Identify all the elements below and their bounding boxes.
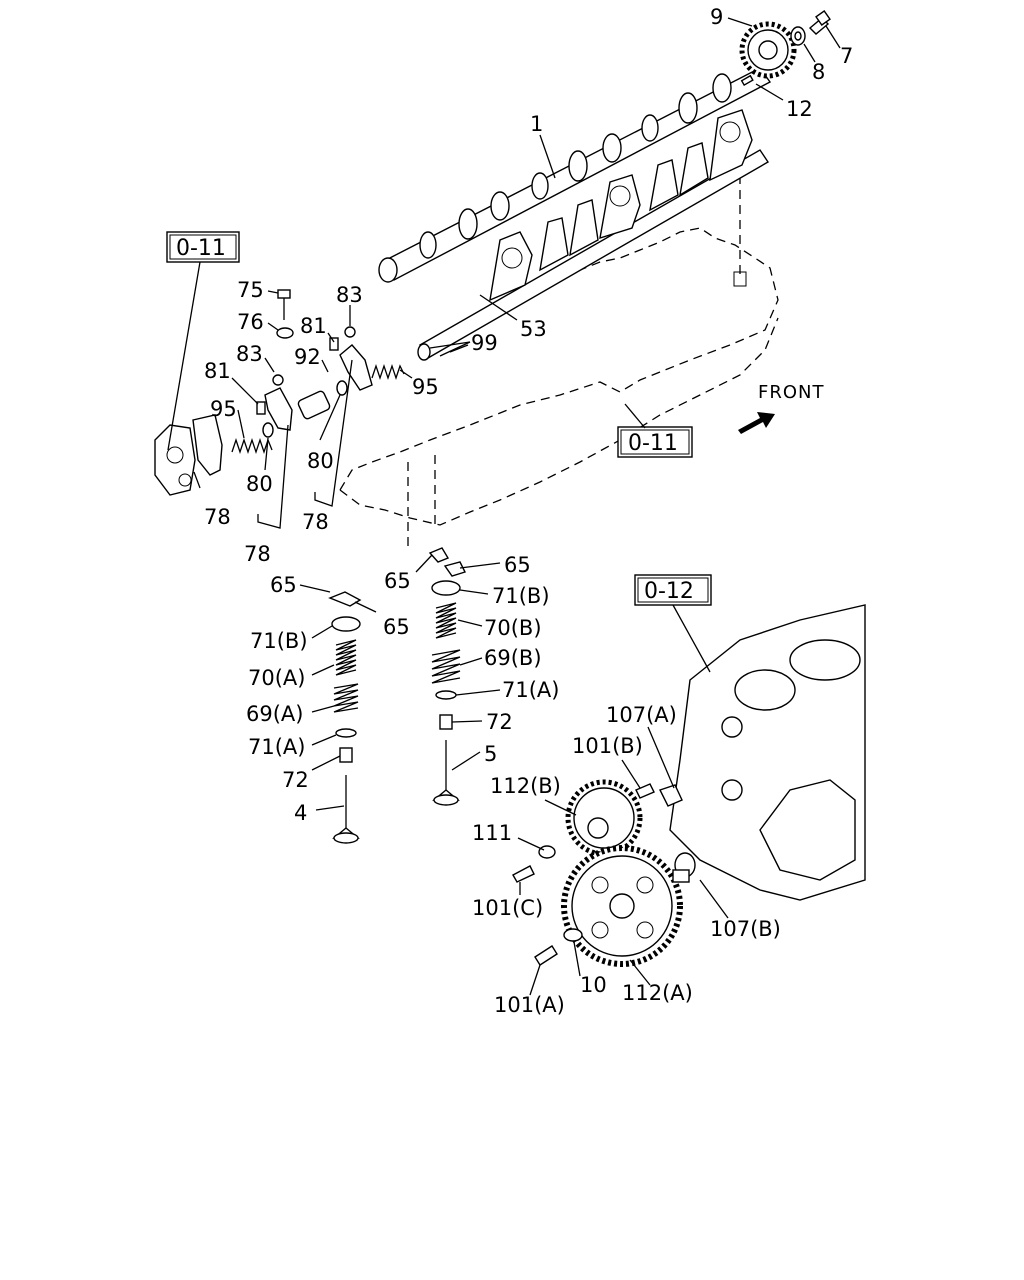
callout-label: 53 xyxy=(520,317,547,341)
callout-label: 1 xyxy=(530,112,543,136)
callout-label: 101(C) xyxy=(472,896,543,920)
callout-label: 69(B) xyxy=(484,646,542,670)
reference-box-label: 0-12 xyxy=(644,579,694,604)
leader-lines xyxy=(167,17,841,996)
idler-gear-b xyxy=(565,779,643,857)
callout-label: 72 xyxy=(282,768,309,792)
reference-box: 0-11 xyxy=(617,426,693,458)
reference-box: 0-11 xyxy=(166,231,240,263)
callout-label: 101(B) xyxy=(572,734,643,758)
callout-label: 12 xyxy=(786,97,813,121)
callout-label: 72 xyxy=(486,710,513,734)
callout-label: 95 xyxy=(412,375,439,399)
callout-label: 65 xyxy=(504,553,531,577)
callout-label: 9 xyxy=(710,5,723,29)
cylinder-head-outline xyxy=(339,175,779,548)
callout-label: 78 xyxy=(244,542,271,566)
callout-label: 65 xyxy=(384,569,411,593)
callout-label: 92 xyxy=(294,345,321,369)
reference-box-label: 0-11 xyxy=(628,431,678,456)
callout-label: 107(A) xyxy=(606,703,677,727)
reference-box-label: 0-11 xyxy=(176,236,226,261)
front-arrow-icon xyxy=(738,412,775,434)
callout-label: 71(B) xyxy=(492,584,550,608)
callout-label: 107(B) xyxy=(710,917,781,941)
idler-gear-a xyxy=(561,845,683,967)
callout-label: 83 xyxy=(336,283,363,307)
callout-label: 78 xyxy=(204,505,231,529)
camshaft-sprocket xyxy=(739,21,797,79)
callout-label: 112(B) xyxy=(490,774,561,798)
callout-labels: 9 7 8 12 1 53 99 75 76 83 81 92 83 81 95… xyxy=(204,5,853,1017)
spring xyxy=(231,363,405,455)
bolt xyxy=(808,10,831,35)
callout-label: 71(A) xyxy=(502,678,559,702)
callout-label: 4 xyxy=(294,801,307,825)
callout-label: 76 xyxy=(237,310,264,334)
callout-label: 71(B) xyxy=(250,629,308,653)
callout-label: 65 xyxy=(383,615,410,639)
callout-label: 7 xyxy=(840,44,853,68)
callout-label: 70(A) xyxy=(248,666,305,690)
callout-label: 83 xyxy=(236,342,263,366)
pin xyxy=(429,341,471,357)
callout-label: 80 xyxy=(307,449,334,473)
callout-label: 65 xyxy=(270,573,297,597)
callout-label: 75 xyxy=(237,278,264,302)
callout-label: 81 xyxy=(204,359,231,383)
callout-label: 5 xyxy=(484,742,497,766)
valve-assembly-left xyxy=(328,591,362,844)
callout-label: 8 xyxy=(812,60,825,84)
camshaft xyxy=(378,67,772,283)
callout-label: 71(A) xyxy=(248,735,305,759)
rocker-bracket-front xyxy=(154,424,196,496)
idler-shaft xyxy=(659,784,696,883)
callout-label: 69(A) xyxy=(246,702,303,726)
rocker-shaft-assembly xyxy=(417,109,769,361)
callout-label: 78 xyxy=(302,510,329,534)
callout-label: 81 xyxy=(300,314,327,338)
callout-label: 10 xyxy=(580,973,607,997)
callout-label: 80 xyxy=(246,472,273,496)
front-label: FRONT xyxy=(758,382,825,403)
callout-label: 70(B) xyxy=(484,616,542,640)
callout-label: 95 xyxy=(210,397,237,421)
rocker-arm xyxy=(192,344,373,476)
bolts-and-washers xyxy=(512,783,655,966)
callout-label: 112(A) xyxy=(622,981,693,1005)
key xyxy=(740,74,754,87)
callout-label: 101(A) xyxy=(494,993,565,1017)
adjusting-screw xyxy=(256,289,356,415)
reference-box: 0-12 xyxy=(634,574,712,606)
rocker-bush xyxy=(262,380,348,438)
callout-label: 99 xyxy=(471,331,498,355)
valve-assembly-right xyxy=(428,547,466,806)
callout-label: 111 xyxy=(472,821,512,845)
cylinder-block xyxy=(669,604,866,901)
washer xyxy=(790,26,806,46)
